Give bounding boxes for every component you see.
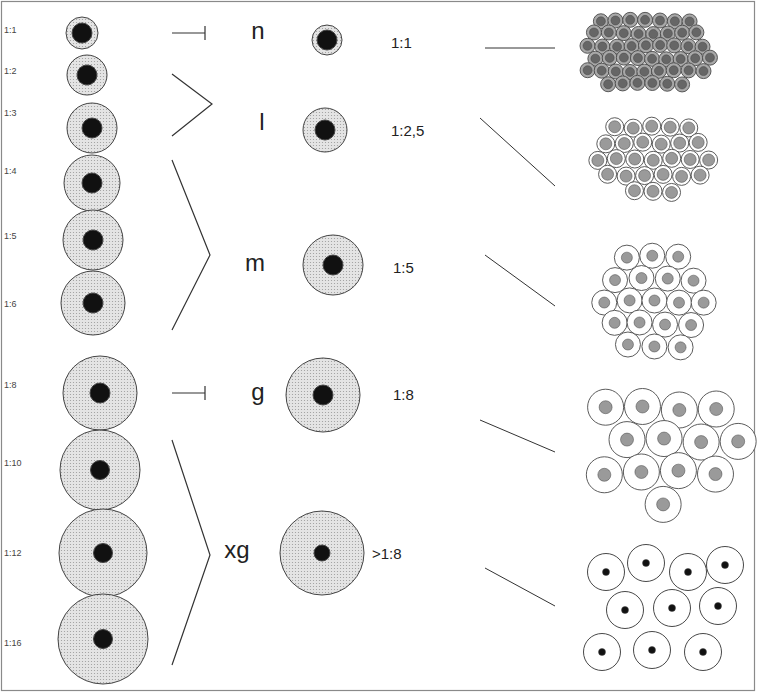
class-letter-label: g [251, 380, 264, 404]
cell-cluster [592, 243, 716, 360]
stage-ratio-label: 1:1 [4, 26, 17, 35]
stage-ratio-label: 1:6 [4, 300, 17, 309]
cell-cluster [589, 117, 718, 201]
cell-cluster [580, 12, 717, 92]
class-ratio-label: 1:2,5 [391, 123, 424, 138]
cell-cluster [584, 545, 744, 671]
stage-ratio-label: 1:12 [4, 549, 22, 558]
class-ratio-label: 1:8 [393, 387, 414, 402]
tissue-clusters [580, 12, 756, 670]
stage-ratio-label: 1:8 [4, 381, 17, 390]
stage-ratio-label: 1:3 [4, 109, 17, 118]
class-letter-label: m [245, 251, 265, 275]
stage-ratio-label: 1:4 [4, 167, 17, 176]
class-letter-label: xg [224, 538, 249, 562]
cell-cluster [586, 388, 756, 522]
class-ratio-label: 1:1 [391, 35, 412, 50]
class-letter-label: n [251, 19, 264, 43]
grouping-brackets [172, 26, 212, 665]
leader-lines [480, 48, 555, 606]
class-letter-label: l [259, 110, 264, 134]
class-ratio-label: >1:8 [372, 546, 402, 561]
stage-ratio-label: 1:10 [4, 459, 22, 468]
stage-cells [58, 17, 148, 684]
class-cells [280, 25, 364, 595]
class-ratio-label: 1:5 [393, 260, 414, 275]
stage-ratio-label: 1:5 [4, 232, 17, 241]
stage-ratio-label: 1:2 [4, 67, 17, 76]
stage-ratio-label: 1:16 [4, 639, 22, 648]
